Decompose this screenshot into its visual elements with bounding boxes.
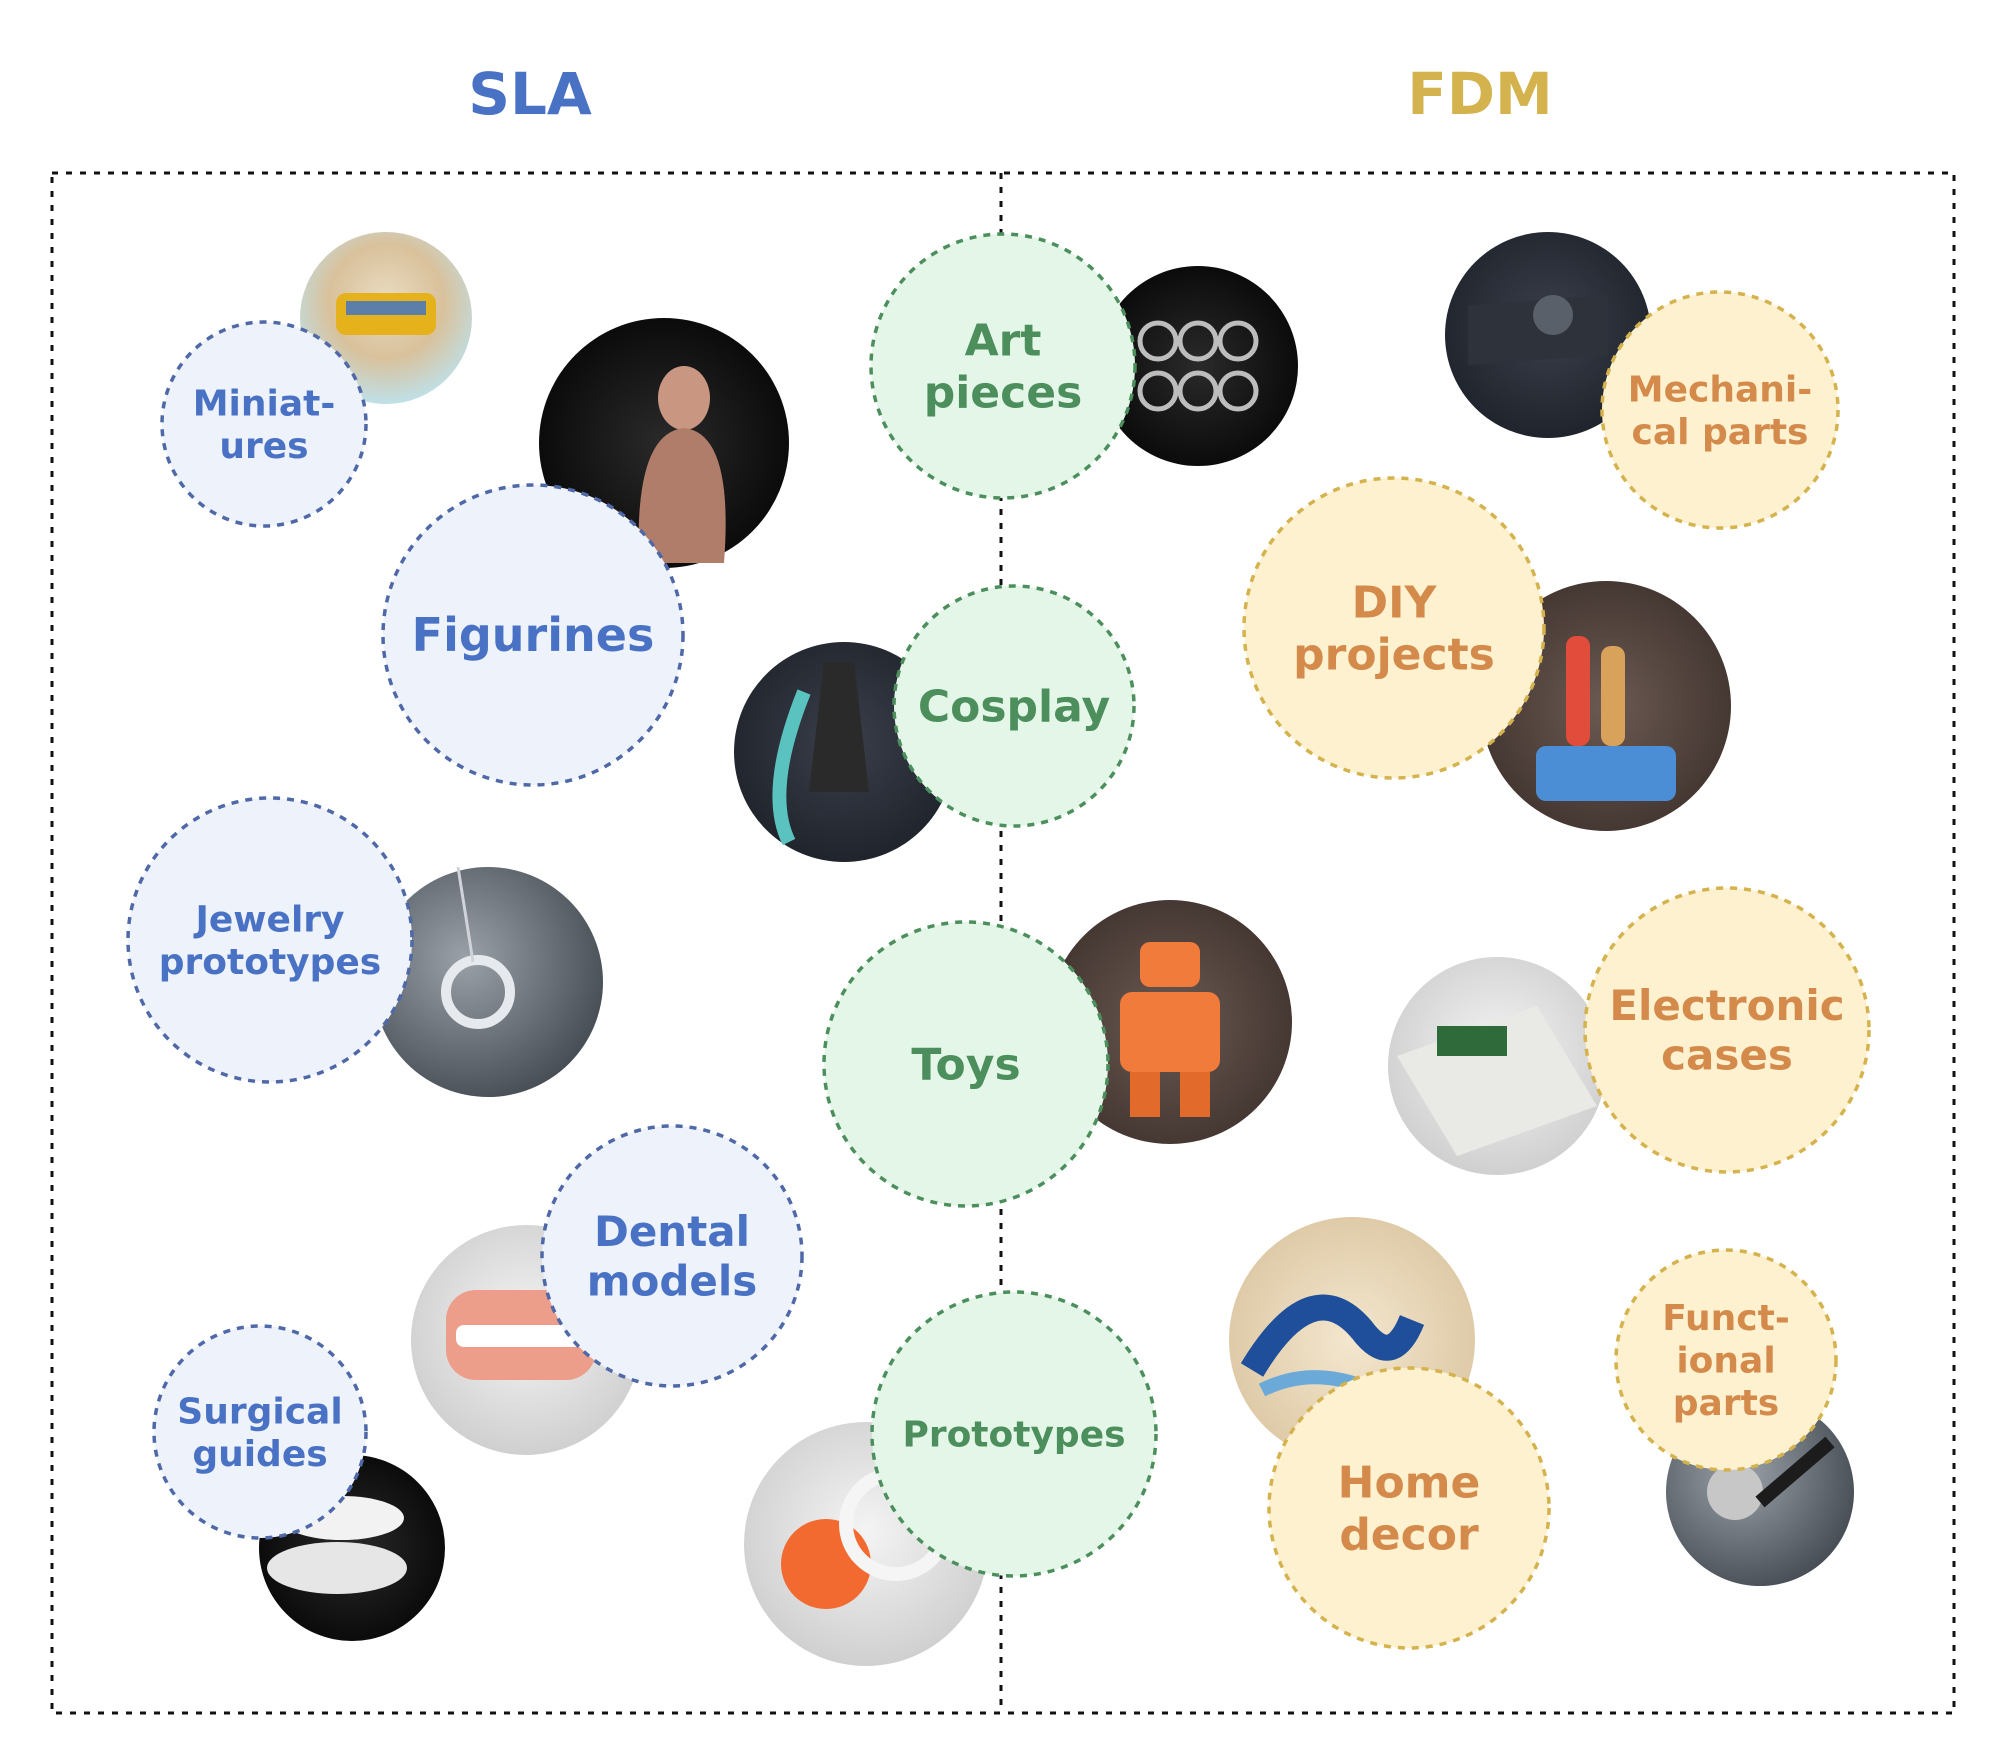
prototypes-bubble: Prototypes (870, 1290, 1158, 1578)
art-pieces-label: pieces (924, 367, 1083, 418)
diy-projects-circle (1242, 476, 1546, 780)
art-pieces-label: Art (965, 315, 1042, 366)
figurines-bubble: Figurines (381, 483, 685, 787)
figurines-circle (381, 483, 685, 787)
functional-parts-label: Funct- (1662, 1298, 1790, 1339)
cosplay-bubble: Cosplay (892, 584, 1136, 828)
board-enclosure-photo (1388, 957, 1606, 1175)
home-decor-label: Home (1338, 1457, 1481, 1508)
sla-header: SLA (468, 60, 592, 128)
surgical-guides-label: Surgical (177, 1391, 342, 1432)
functional-parts-circle (1614, 1248, 1838, 1472)
bracket-part-photo (1445, 232, 1651, 438)
jewelry-prototypes-label: Jewelry (192, 899, 344, 940)
art-pieces-circle (869, 232, 1137, 500)
mechanical-parts-circle (1600, 290, 1840, 530)
mechanical-parts-label: Mechani- (1628, 369, 1812, 410)
miniatures-bubble: Miniat-ures (160, 320, 368, 528)
mechanical-parts-label: cal parts (1632, 412, 1809, 453)
electronic-cases-label: cases (1661, 1030, 1793, 1079)
cosplay-label: Cosplay (918, 681, 1110, 732)
miniatures-label: ures (219, 426, 308, 467)
toys-circle (822, 920, 1110, 1208)
figurines-label: Figurines (412, 608, 655, 662)
surgical-guides-label: guides (192, 1434, 327, 1475)
toys-bubble: Toys (822, 920, 1110, 1208)
functional-parts-label: parts (1673, 1383, 1779, 1424)
diy-projects-label: projects (1293, 629, 1495, 680)
fdm-header: FDM (1407, 60, 1553, 128)
home-decor-circle (1267, 1366, 1551, 1650)
dental-models-circle (540, 1124, 804, 1388)
home-decor-label: decor (1339, 1509, 1479, 1560)
lattice-sculpture-photo (1098, 266, 1298, 466)
miniatures-label: Miniat- (193, 383, 336, 424)
orange-robot-photo (1048, 900, 1292, 1144)
diy-projects-label: DIY (1352, 577, 1438, 628)
cosplay-circle (892, 584, 1136, 828)
toys-label: Toys (911, 1039, 1020, 1090)
ring-necklace-photo (373, 866, 603, 1097)
prototypes-circle (870, 1290, 1158, 1578)
miniatures-circle (160, 320, 368, 528)
surgical-guides-circle (152, 1324, 368, 1540)
jewelry-prototypes-circle (126, 796, 414, 1084)
dental-models-label: Dental (594, 1207, 750, 1256)
mechanical-parts-bubble: Mechani-cal parts (1600, 290, 1840, 530)
prototypes-label: Prototypes (902, 1415, 1125, 1456)
functional-parts-label: ional (1676, 1341, 1775, 1382)
electronic-cases-label: Electronic (1609, 981, 1844, 1030)
bubble-layer: Miniat-uresFigurinesJewelryprototypesDen… (126, 232, 1871, 1650)
dental-models-label: models (587, 1256, 758, 1305)
electronic-cases-circle (1583, 886, 1871, 1174)
jewelry-prototypes-label: prototypes (159, 942, 382, 983)
